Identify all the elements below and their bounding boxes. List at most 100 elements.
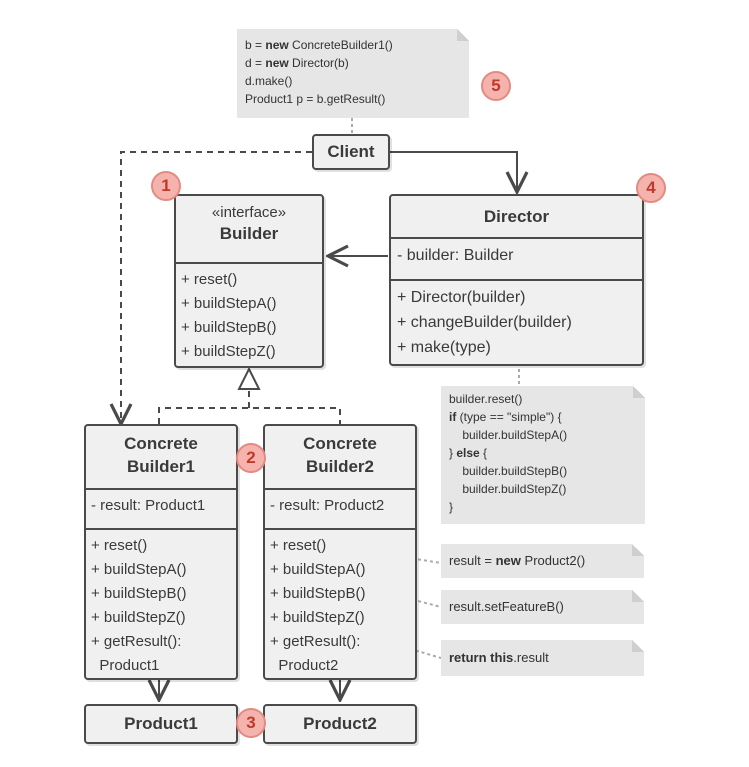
member-line: + buildStepZ() <box>181 343 276 360</box>
code-line: builder.buildStepZ() <box>449 480 637 498</box>
member-line: Product2 <box>270 657 339 674</box>
member-line: + getResult(): <box>270 633 361 650</box>
return-result-note: return this.result <box>441 640 644 676</box>
member-line: + buildStepA() <box>270 561 366 578</box>
code-text: (type == "simple") { <box>456 410 562 424</box>
concrete-builder1-box: Concrete Builder1 - result: Product1 + r… <box>84 424 238 680</box>
realization-triangle <box>237 366 261 390</box>
product2-box: Product2 <box>263 704 417 744</box>
cb1-methods: + reset()+ buildStepA()+ buildStepB()+ b… <box>86 528 236 678</box>
cb1-fields: - result: Product1 <box>86 488 236 528</box>
member-line: + reset() <box>91 537 148 554</box>
code-text: builder.buildStepA() <box>449 428 568 442</box>
reset-note-connector <box>346 547 442 564</box>
code-text: result.setFeatureB() <box>449 599 564 614</box>
cb2-fields: - result: Product2 <box>265 488 415 528</box>
reset-note: result = new Product2() <box>441 544 644 578</box>
cb2-title-line2: Builder2 <box>305 457 375 476</box>
client-box: Client <box>312 134 390 170</box>
member-line: + Director(builder) <box>397 289 526 306</box>
product1-label: Product1 <box>124 714 198 733</box>
director-make-note: builder.reset() if (type == "simple") { b… <box>441 386 645 524</box>
code-line: builder.buildStepA() <box>449 426 637 444</box>
realization-lines <box>158 390 341 424</box>
client-to-director-arrow <box>390 151 517 192</box>
code-text: d.make() <box>245 74 293 88</box>
client-code-note: b = new ConcreteBuilder1()d = new Direct… <box>237 29 469 118</box>
set-feature-note-text: result.setFeatureB() <box>449 595 636 619</box>
member-line: + getResult(): <box>91 633 182 650</box>
step-badge-1: 1 <box>151 171 181 201</box>
code-text: Director(b) <box>288 56 349 70</box>
note-fold-icon <box>633 386 645 398</box>
note-fold-icon <box>457 29 469 41</box>
client-label: Client <box>327 142 375 161</box>
keyword: if <box>449 410 457 424</box>
member-line: + changeBuilder(builder) <box>397 314 572 331</box>
product2-label: Product2 <box>303 714 377 733</box>
code-line: builder.buildStepB() <box>449 462 637 480</box>
keyword: new <box>495 553 521 568</box>
cb2-methods: + reset() + buildStepA() + buildStepB() + b… <box>265 528 415 678</box>
member-line: - result: Product1 <box>91 497 206 514</box>
director-fields: - builder: Builder <box>391 237 642 279</box>
builder-methods: + reset() + buildStepA() + buildStepB() + b… <box>176 262 322 364</box>
note-fold-icon <box>632 544 644 556</box>
code-text: Product2() <box>520 553 586 568</box>
code-text: builder.reset() <box>449 392 523 406</box>
cb1-title-line1: Concrete <box>124 434 198 453</box>
client-to-cb1-dashed-arrow <box>121 151 312 424</box>
keyword: new <box>265 56 289 70</box>
director-box: Director - builder: Builder + Director(b… <box>389 194 644 366</box>
code-line: Product1 p = b.getResult() <box>245 90 461 108</box>
member-line: + buildStepZ() <box>270 609 365 626</box>
member-line: + buildStepB() <box>181 319 277 336</box>
member-line: - result: Product2 <box>270 497 385 514</box>
code-text: d = <box>245 56 266 70</box>
director-title: Director <box>483 207 550 226</box>
member-line: - builder: Builder <box>397 247 514 264</box>
code-line: d = new Director(b) <box>245 54 461 72</box>
product1-box: Product1 <box>84 704 238 744</box>
concrete-builder2-box: Concrete Builder2 - result: Product2 + r… <box>263 424 417 680</box>
cb1-title-line2: Builder1 <box>126 457 196 476</box>
member-line: + buildStepZ() <box>91 609 186 626</box>
make-note-lines: builder.reset() if (type == "simple") { b… <box>449 390 637 516</box>
code-line: if (type == "simple") { <box>449 408 637 426</box>
step-badge-2: 2 <box>236 443 266 473</box>
member-line: + make(type) <box>397 339 491 356</box>
builder-title: Builder <box>219 224 279 243</box>
member-line: + buildStepA() <box>91 561 187 578</box>
code-text: { <box>479 446 488 460</box>
member-line: + reset() <box>270 537 327 554</box>
keyword: else <box>456 446 480 460</box>
member-line: + reset() <box>181 271 238 288</box>
return-result-note-text: return this.result <box>449 645 636 671</box>
code-line: d.make() <box>245 72 461 90</box>
note-fold-icon <box>632 590 644 602</box>
member-line: + buildStepA() <box>181 295 277 312</box>
director-methods: + Director(builder) + changeBuilder(build… <box>391 279 642 360</box>
builder-stereotype: «interface» <box>211 204 287 221</box>
code-text: ConcreteBuilder1() <box>288 38 393 52</box>
code-text: .result <box>513 650 549 665</box>
builder-interface-box: «interface» Builder + reset() + buildStep… <box>174 194 324 368</box>
set-feature-note: result.setFeatureB() <box>441 590 644 624</box>
code-text: b = <box>245 38 266 52</box>
code-text: result = <box>449 553 496 568</box>
code-text: } <box>449 446 457 460</box>
code-line: builder.reset() <box>449 390 637 408</box>
code-text: } <box>449 500 454 514</box>
code-line: b = new ConcreteBuilder1() <box>245 36 461 54</box>
step-badge-3: 3 <box>236 708 266 738</box>
step-badge-4: 4 <box>636 173 666 203</box>
code-line: } <box>449 498 637 516</box>
code-text: builder.buildStepZ() <box>449 482 567 496</box>
member-line: + buildStepB() <box>270 585 366 602</box>
code-text: Product1 p = b.getResult() <box>245 92 386 106</box>
note-fold-icon <box>632 640 644 652</box>
cb2-title-line1: Concrete <box>303 434 377 453</box>
code-text: builder.buildStepB() <box>449 464 568 478</box>
reset-note-text: result = new Product2() <box>449 549 636 573</box>
